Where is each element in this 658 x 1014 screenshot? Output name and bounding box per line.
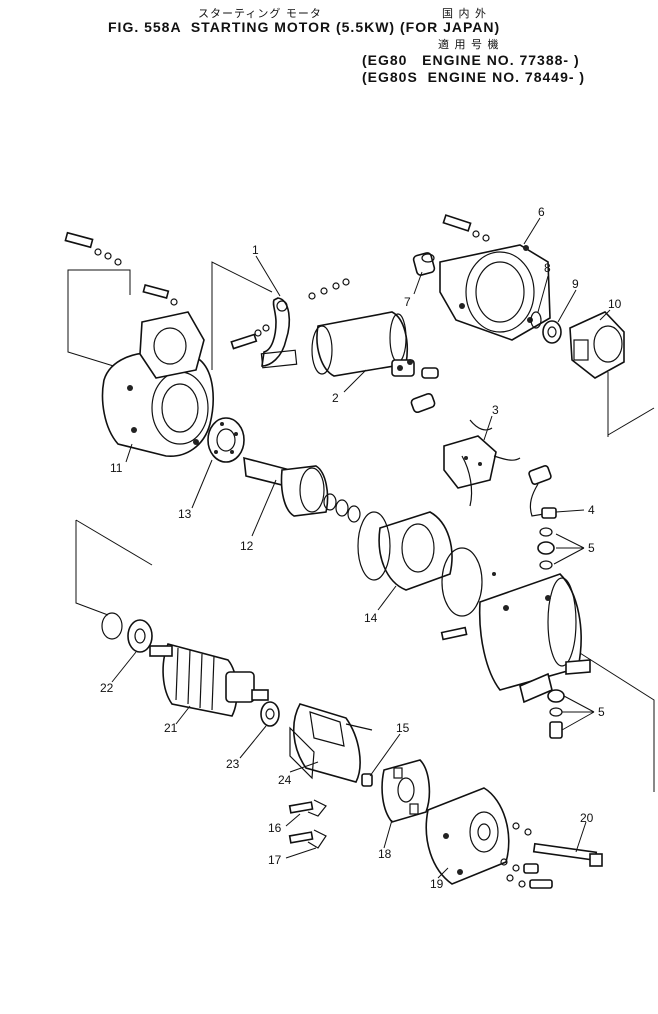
rear-bearing — [127, 619, 153, 653]
engine-serial-eg80: (EG80 ENGINE NO. 77388- ) — [362, 52, 580, 68]
field-coil-part-24 — [289, 703, 373, 783]
pinion-shaft-part-12 — [243, 456, 361, 523]
callout-24: 24 — [278, 773, 292, 787]
lead-assembly-part-3 — [443, 419, 521, 507]
shift-lever-part-1 — [230, 278, 350, 369]
magnetic-switch-part-2 — [311, 311, 439, 414]
housing-part-11 — [64, 231, 214, 457]
callout-6: 6 — [538, 205, 545, 219]
rear-cover-part-19 — [425, 787, 553, 889]
screw-part-17 — [288, 829, 327, 849]
callout-17: 17 — [268, 853, 282, 867]
callout-12: 12 — [240, 539, 254, 553]
callout-22: 22 — [100, 681, 114, 695]
callout-5-upper: 5 — [588, 541, 595, 555]
drive-housing-part-6 — [439, 214, 551, 341]
callout-13: 13 — [178, 507, 192, 521]
nut-part-4 — [541, 507, 557, 519]
clip-part-15 — [361, 773, 373, 787]
japanese-region-label: 国 内 外 — [442, 7, 487, 20]
callout-20: 20 — [580, 811, 594, 825]
washer-part-22 — [101, 612, 123, 640]
washer-set-part-5-upper — [537, 527, 555, 570]
callout-2: 2 — [332, 391, 339, 405]
cable-terminal — [528, 465, 552, 517]
callout-14: 14 — [364, 611, 378, 625]
callout-16: 16 — [268, 821, 282, 835]
bushing-part-7 — [412, 252, 436, 276]
brush-holder-part-18 — [381, 759, 431, 823]
center-bracket-part-14 — [357, 511, 496, 617]
assembly-guide-lines — [67, 261, 655, 792]
bearing-part-23 — [260, 701, 280, 727]
callout-1: 1 — [252, 243, 259, 257]
yoke-body — [440, 573, 591, 704]
pinion-clutch-part-10 — [569, 311, 625, 379]
callout-5-lower: 5 — [598, 705, 605, 719]
callout-4: 4 — [588, 503, 595, 517]
japanese-applicable-label: 適 用 号 機 — [438, 38, 500, 51]
callout-10: 10 — [608, 297, 622, 311]
through-bolt-part-20 — [532, 842, 603, 867]
callout-9: 9 — [572, 277, 579, 291]
callout-23: 23 — [226, 757, 240, 771]
callout-15: 15 — [396, 721, 410, 735]
screw-part-16 — [288, 799, 327, 817]
callout-19: 19 — [430, 877, 444, 891]
collar-part-9 — [542, 320, 562, 344]
callout-11: 11 — [110, 461, 123, 475]
callout-3: 3 — [492, 403, 499, 417]
washer-set-part-5-lower — [547, 689, 565, 739]
japanese-title: スターティング モータ — [198, 7, 322, 20]
callout-8: 8 — [544, 261, 551, 275]
armature-part-21 — [149, 643, 269, 717]
engine-serial-eg80s: (EG80S ENGINE NO. 78449- ) — [362, 69, 586, 85]
leader-lines — [111, 217, 611, 879]
bearing-part-13 — [207, 417, 245, 463]
callout-18: 18 — [378, 847, 392, 861]
snap-ring-part-8 — [530, 311, 542, 329]
callout-21: 21 — [164, 721, 178, 735]
callout-7: 7 — [404, 295, 411, 309]
callout-labels: 1 2 3 4 5 5 6 7 8 9 10 11 12 13 14 15 16… — [100, 205, 622, 891]
figure-title: FIG. 558A STARTING MOTOR (5.5KW) (FOR JA… — [108, 19, 501, 35]
